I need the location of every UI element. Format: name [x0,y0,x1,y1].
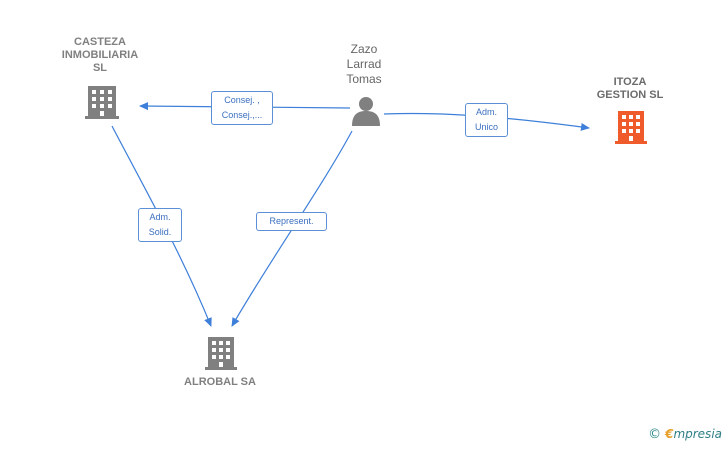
building-icon [85,86,119,119]
edge-label-casteza-alrobal: Adm. Solid. [138,208,182,242]
node-label-itoza[interactable]: ITOZA GESTION SL [596,76,664,101]
edge-label-zazo-itoza: Adm. Unico [465,103,508,137]
node-label-casteza[interactable]: CASTEZA INMOBILIARIA SL [61,36,139,74]
node-label-alrobal[interactable]: ALROBAL SA [184,376,256,388]
person-icon [352,97,380,126]
building-icon [205,337,237,370]
edge-label-zazo-alrobal: Represent. [256,212,327,231]
copyright-icon: © [648,427,662,442]
brand-name: mpresia [673,427,722,441]
brand-logo: ©€mpresia [648,427,722,442]
edge-label-zazo-casteza: Consej. , Consej.,... [211,91,273,125]
building-icon [615,111,647,144]
node-label-zazo[interactable]: Zazo Larrad Tomas [346,42,382,86]
brand-e: € [665,427,674,441]
